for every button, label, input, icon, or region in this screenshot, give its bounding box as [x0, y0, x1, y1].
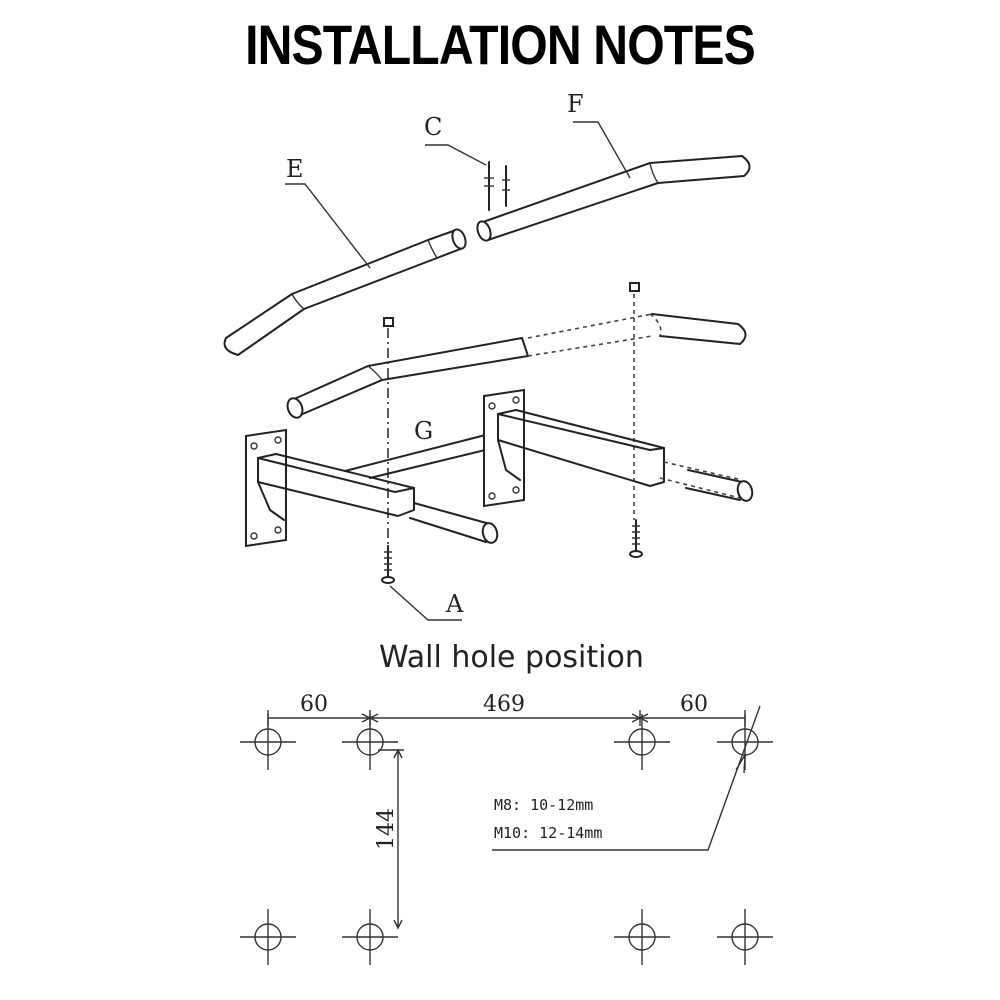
label-part-e: E — [286, 155, 304, 183]
right-wall-bracket — [483, 388, 754, 508]
spec-leader — [492, 705, 761, 851]
label-part-g: G — [414, 417, 433, 445]
spec-m8: M8: 10-12mm — [494, 796, 593, 814]
leader-a — [389, 585, 462, 621]
spec-leader-arrow — [735, 754, 746, 774]
bar-part-f — [476, 155, 751, 242]
dim-right: 60 — [680, 692, 708, 717]
assembled-bar — [286, 313, 747, 419]
hole-bottom-1 — [240, 909, 296, 965]
screw-part-a — [381, 519, 643, 584]
dim-vertical: 144 — [374, 808, 399, 850]
hole-top-1 — [240, 714, 296, 770]
dim-left: 60 — [300, 692, 328, 717]
dim-middle: 469 — [483, 692, 525, 717]
hole-bottom-2 — [342, 909, 398, 965]
page-title: INSTALLATION NOTES — [245, 13, 756, 76]
bar-part-e — [223, 228, 467, 356]
spec-m10: M10: 12-14mm — [494, 824, 602, 842]
hole-bottom-3 — [614, 909, 670, 965]
leader-c — [425, 144, 487, 166]
top-screw-left — [383, 317, 394, 582]
vertical-dimension — [378, 748, 404, 930]
leader-f — [573, 121, 631, 179]
top-screw-right — [629, 282, 640, 520]
left-wall-bracket — [245, 428, 499, 548]
label-part-c: C — [424, 113, 442, 141]
hole-bottom-4 — [717, 909, 773, 965]
wall-hole-heading: Wall hole position — [379, 640, 644, 675]
label-part-f: F — [567, 90, 584, 118]
label-part-a: A — [445, 590, 464, 618]
hole-top-2 — [342, 714, 398, 770]
bolt-part-c — [484, 161, 510, 211]
hole-top-3 — [614, 714, 670, 770]
leader-e — [285, 183, 371, 269]
